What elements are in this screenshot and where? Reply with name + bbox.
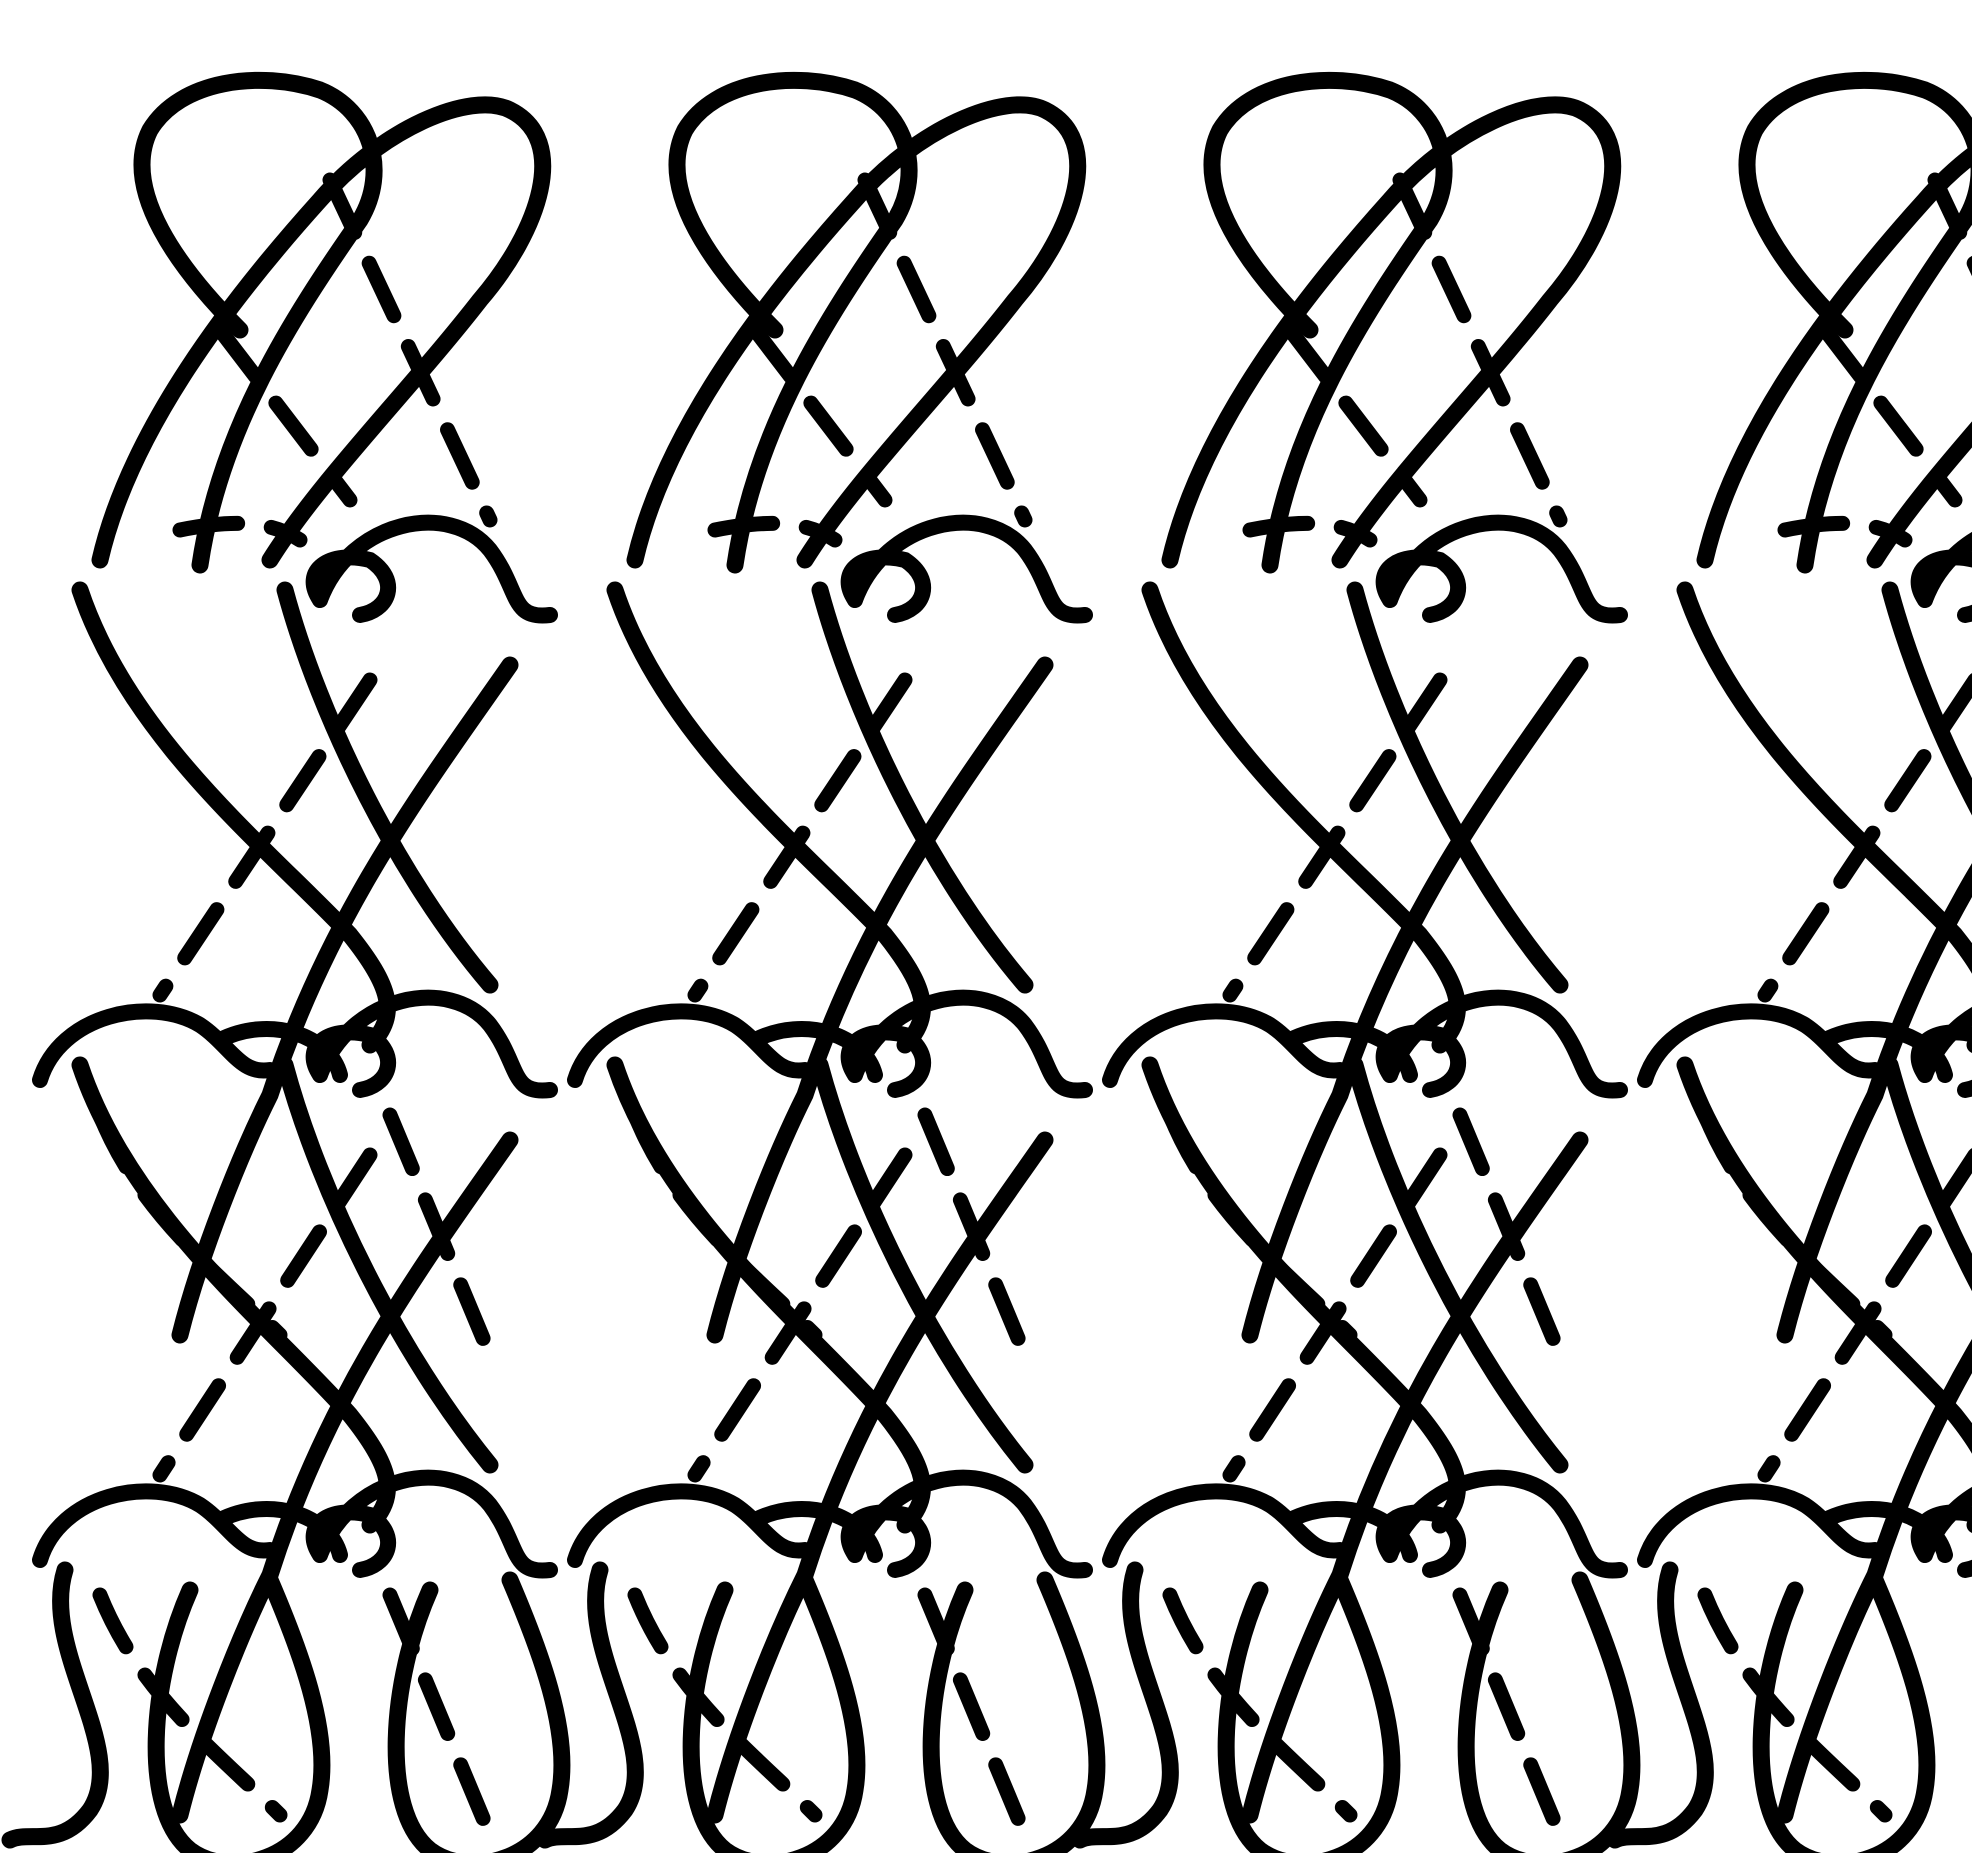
stitch-leg-right bbox=[285, 590, 490, 985]
interlock-arc bbox=[320, 523, 550, 616]
head-loop-right bbox=[100, 105, 543, 560]
stitch-leg-left bbox=[1150, 590, 1457, 1045]
stitch-leg-left bbox=[615, 590, 922, 1045]
stitch-leg-right bbox=[820, 590, 1025, 985]
interlock-arc bbox=[855, 998, 1085, 1091]
bottom-loop-layer bbox=[10, 1570, 1972, 1853]
stitch-leg-right bbox=[1355, 590, 1560, 985]
interlock-arc bbox=[855, 1478, 1085, 1571]
interlock-arc bbox=[40, 1491, 270, 1560]
interlock-arc bbox=[1110, 1491, 1340, 1560]
stitch-leg-left bbox=[80, 1065, 387, 1525]
interlock-arc bbox=[575, 1491, 805, 1560]
head-loop-left bbox=[1747, 80, 1972, 565]
interlock-arc bbox=[855, 523, 1085, 616]
head-loop-right bbox=[1170, 105, 1613, 560]
interlock-ring bbox=[1919, 557, 1972, 615]
interlock-arc bbox=[1390, 1478, 1620, 1571]
head-loop-right bbox=[635, 105, 1078, 560]
interlock-arc bbox=[320, 1478, 550, 1571]
interlock-arc bbox=[1390, 523, 1620, 616]
stitch-leg-left bbox=[1150, 1065, 1457, 1525]
interlock-arc bbox=[1645, 1491, 1875, 1560]
front-yarn-layer bbox=[80, 80, 1972, 1815]
yarn-tail bbox=[10, 1570, 100, 1840]
interlock-arc bbox=[1390, 998, 1620, 1091]
interlock-arc bbox=[320, 998, 550, 1091]
stitch-leg-left bbox=[80, 590, 387, 1045]
stitch-leg-left bbox=[615, 1065, 922, 1525]
